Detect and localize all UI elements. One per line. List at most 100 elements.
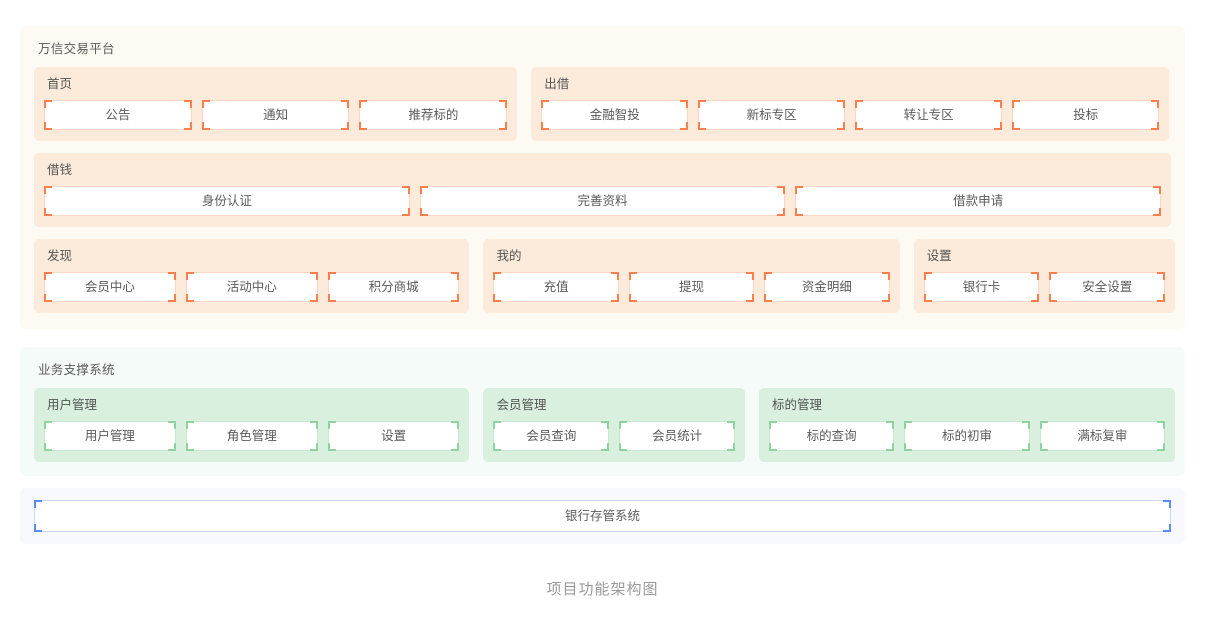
feature-button-user-management[interactable]: 用户管理 xyxy=(44,421,176,451)
feature-button-announcement[interactable]: 公告 xyxy=(44,100,192,130)
feature-button-notification[interactable]: 通知 xyxy=(201,100,350,130)
corner-bracket-icon xyxy=(837,122,846,130)
feature-button-target-query[interactable]: 标的查询 xyxy=(768,421,895,451)
corner-bracket-icon xyxy=(886,443,895,451)
button-list-settings: 银行卡 安全设置 xyxy=(923,272,1166,302)
corner-bracket-icon xyxy=(499,122,508,130)
group-home: 首页 公告 通知 xyxy=(34,67,518,141)
corner-bracket-icon xyxy=(183,100,192,108)
corner-bracket-icon xyxy=(1153,186,1162,194)
feature-button-activity-center[interactable]: 活动中心 xyxy=(185,272,318,302)
corner-bracket-icon xyxy=(541,100,550,108)
corner-bracket-icon xyxy=(1012,100,1021,108)
group-user-management: 用户管理 用户管理 角色管理 xyxy=(34,388,470,462)
feature-button-complete-profile[interactable]: 完善资料 xyxy=(419,186,786,216)
corner-bracket-icon xyxy=(327,294,336,302)
corner-bracket-icon xyxy=(698,100,707,108)
feature-button-withdraw[interactable]: 提现 xyxy=(628,272,755,302)
corner-bracket-icon xyxy=(309,421,318,429)
feature-button-label: 满标复审 xyxy=(1077,429,1128,443)
feature-button-label: 公告 xyxy=(105,108,131,122)
corner-bracket-icon xyxy=(1153,208,1162,216)
feature-button-transfer-zone[interactable]: 转让专区 xyxy=(855,100,1003,130)
section-spacer xyxy=(0,476,1205,488)
corner-bracket-icon xyxy=(601,421,610,429)
feature-button-role-management[interactable]: 角色管理 xyxy=(185,421,318,451)
corner-bracket-icon xyxy=(619,443,628,451)
corner-bracket-icon xyxy=(341,100,350,108)
feature-button-label: 投标 xyxy=(1073,108,1099,122)
corner-bracket-icon xyxy=(628,272,637,280)
corner-bracket-icon xyxy=(44,294,52,302)
feature-button-recommended-targets[interactable]: 推荐标的 xyxy=(359,100,508,130)
corner-bracket-icon xyxy=(44,186,52,194)
corner-bracket-icon xyxy=(451,294,460,302)
corner-bracket-icon xyxy=(451,421,460,429)
group-title-lending: 出借 xyxy=(544,77,570,91)
feature-button-label: 积分商城 xyxy=(368,280,419,294)
corner-bracket-icon xyxy=(493,272,502,280)
button-list-lending: 金融智投 新标专区 转让专区 xyxy=(541,100,1160,130)
feature-button-identity-verification[interactable]: 身份认证 xyxy=(44,186,410,216)
feature-button-points-mall[interactable]: 积分商城 xyxy=(327,272,460,302)
button-list-mine: 充值 提现 资金明细 xyxy=(493,272,890,302)
button-list-bank-custody: 银行存管系统 xyxy=(34,500,1171,532)
corner-bracket-icon xyxy=(886,421,895,429)
corner-bracket-icon xyxy=(746,294,755,302)
feature-button-new-target-zone[interactable]: 新标专区 xyxy=(698,100,846,130)
corner-bracket-icon xyxy=(451,272,460,280)
corner-bracket-icon xyxy=(795,208,804,216)
button-list-borrow: 身份认证 完善资料 借款申请 xyxy=(44,186,1162,216)
corner-bracket-icon xyxy=(201,100,210,108)
corner-bracket-icon xyxy=(601,443,610,451)
corner-bracket-icon xyxy=(1021,421,1030,429)
feature-button-bank-card[interactable]: 银行卡 xyxy=(923,272,1040,302)
feature-button-label: 标的查询 xyxy=(806,429,857,443)
diagram-caption: 项目功能架构图 xyxy=(546,581,659,598)
feature-button-loan-application[interactable]: 借款申请 xyxy=(795,186,1162,216)
group-title-member-management: 会员管理 xyxy=(496,398,547,412)
group-title-borrow: 借钱 xyxy=(47,163,73,177)
feature-button-bidding[interactable]: 投标 xyxy=(1012,100,1160,130)
button-list-user-management: 用户管理 角色管理 设置 xyxy=(44,421,460,451)
corner-bracket-icon xyxy=(994,122,1003,130)
group-lending: 出借 金融智投 新标专区 xyxy=(531,67,1170,141)
feature-button-smart-investment[interactable]: 金融智投 xyxy=(541,100,689,130)
corner-bracket-icon xyxy=(619,421,628,429)
group-row: 首页 公告 通知 xyxy=(34,67,1171,141)
feature-button-member-query[interactable]: 会员查询 xyxy=(493,421,610,451)
feature-button-label: 活动中心 xyxy=(226,280,277,294)
corner-bracket-icon xyxy=(923,272,932,280)
corner-bracket-icon xyxy=(1157,421,1166,429)
corner-bracket-icon xyxy=(44,272,52,280)
feature-button-security-settings[interactable]: 安全设置 xyxy=(1049,272,1166,302)
corner-bracket-icon xyxy=(610,294,619,302)
corner-bracket-icon xyxy=(167,272,176,280)
system-title-business-support: 业务支撑系统 xyxy=(38,363,115,377)
corner-bracket-icon xyxy=(726,443,735,451)
feature-button-label: 新标专区 xyxy=(746,108,797,122)
corner-bracket-icon xyxy=(1031,272,1040,280)
feature-button-full-target-review[interactable]: 满标复审 xyxy=(1039,421,1166,451)
button-list-home: 公告 通知 推荐标的 xyxy=(44,100,508,130)
feature-button-label: 会员查询 xyxy=(526,429,577,443)
feature-button-target-first-review[interactable]: 标的初审 xyxy=(904,421,1030,451)
feature-button-label: 金融智投 xyxy=(589,108,640,122)
corner-bracket-icon xyxy=(44,443,52,451)
group-borrow: 借钱 身份认证 完善资料 xyxy=(34,153,1171,227)
group-title-target-management: 标的管理 xyxy=(771,398,822,412)
system-block-business-support: 业务支撑系统 用户管理 用户管理 xyxy=(20,347,1185,476)
feature-button-member-statistics[interactable]: 会员统计 xyxy=(619,421,735,451)
feature-button-settings[interactable]: 设置 xyxy=(327,421,460,451)
corner-bracket-icon xyxy=(309,272,318,280)
corner-bracket-icon xyxy=(746,272,755,280)
top-spacer xyxy=(0,0,1205,26)
corner-bracket-icon xyxy=(855,100,864,108)
corner-bracket-icon xyxy=(44,421,52,429)
feature-button-member-center[interactable]: 会员中心 xyxy=(44,272,176,302)
feature-button-fund-details[interactable]: 资金明细 xyxy=(764,272,890,302)
corner-bracket-icon xyxy=(764,272,773,280)
feature-button-recharge[interactable]: 充值 xyxy=(493,272,619,302)
feature-button-bank-custody-system[interactable]: 银行存管系统 xyxy=(34,500,1171,532)
corner-bracket-icon xyxy=(185,294,194,302)
